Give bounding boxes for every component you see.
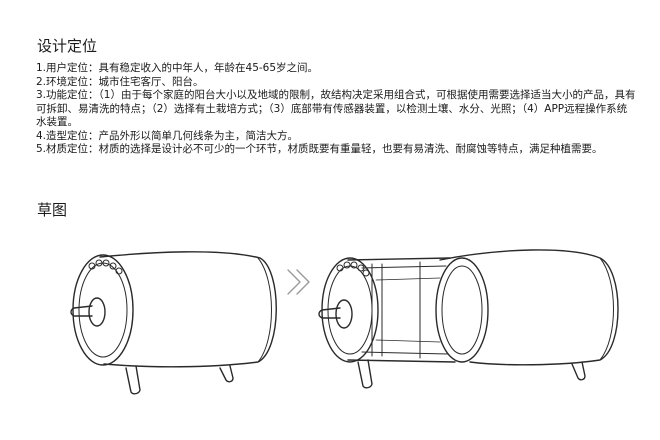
control-buttons [336, 261, 370, 277]
rear-leg [571, 361, 586, 381]
function-positioning-continuation: 水装置。 [36, 116, 78, 128]
section-title: 设计定位 [37, 37, 98, 55]
front-leg [125, 365, 141, 395]
material-positioning-item: 5.材质定位：材质的选择是设计必不可少的一个环节，材质既要有重量轻，也要有易清洗… [36, 143, 603, 155]
sketch-heading: 草图 [37, 201, 68, 219]
front-leg [357, 359, 373, 389]
environment-positioning-item: 2.环境定位：城市住宅客厅、阳台。 [36, 75, 204, 88]
positioning-list: 1.用户定位：具有稳定收入的中年人，年龄在45-65岁之间。 2.环境定位：城市… [36, 62, 640, 157]
product-sketch-figure [70, 249, 619, 395]
user-positioning-item: 1.用户定位：具有稳定收入的中年人，年龄在45-65岁之间。 [36, 62, 319, 74]
knob [335, 299, 353, 329]
knob [88, 297, 106, 327]
rear-leg [219, 365, 234, 383]
transition-arrow [287, 269, 310, 295]
shape-positioning-item: 4.造型定位：产品外形以简单几何线条为主，简洁大方。 [36, 129, 299, 142]
function-positioning-item: 3.功能定位：（1）由于每个家庭的阳台大小以及地域的限制，故结构决定采用组合式，… [36, 89, 636, 115]
closed-planter-sketch [70, 251, 277, 395]
open-planter-sketch [318, 249, 619, 389]
control-buttons [88, 259, 123, 275]
